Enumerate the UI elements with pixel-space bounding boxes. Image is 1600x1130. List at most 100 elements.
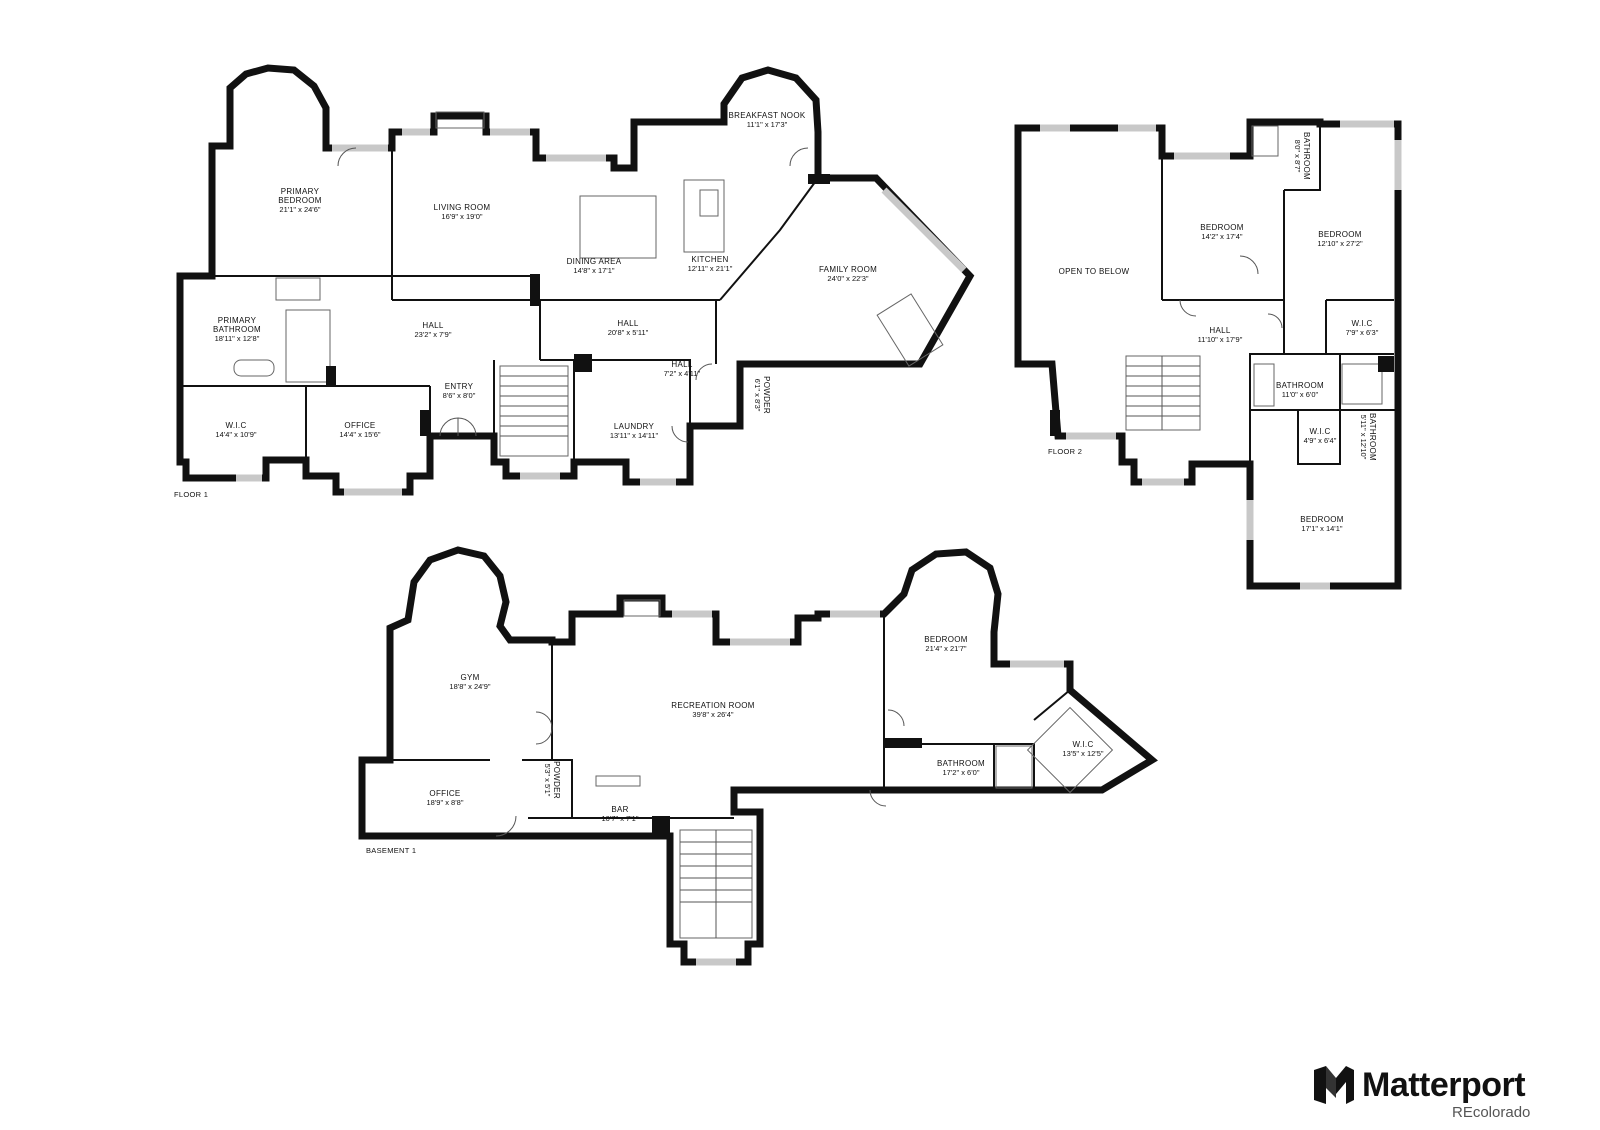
- room-name: PRIMARY: [218, 316, 257, 325]
- door-icon: [671, 425, 689, 443]
- wall-segment: [1050, 410, 1060, 436]
- stairs-icon: [499, 365, 569, 457]
- room-name: PRIMARY: [281, 187, 320, 196]
- room-dimensions: 6'1" x 8'3": [753, 379, 762, 412]
- door-icon: [1267, 313, 1283, 329]
- room-name: BAR: [611, 805, 628, 814]
- room-name: BATHROOM: [1302, 132, 1311, 180]
- door-icon: [495, 815, 517, 837]
- room-dimensions: 20'8" x 5'11": [608, 328, 649, 337]
- room-name: BEDROOM: [1300, 515, 1343, 524]
- room-name: RECREATION ROOM: [671, 701, 755, 710]
- room-dimensions: 7'2" x 4'11": [664, 369, 701, 378]
- room-name: BEDROOM: [278, 196, 321, 205]
- room-name: BREAKFAST NOOK: [729, 111, 806, 120]
- fireplace-icon: [876, 293, 944, 367]
- brand-name: Matterport: [1362, 1065, 1526, 1104]
- shower-icon: [285, 309, 331, 383]
- room-name: HALL: [1209, 326, 1230, 335]
- room-dimensions: 8'0" x 8'7": [1293, 140, 1302, 173]
- floor-1-window: [881, 187, 967, 273]
- basement-1-plan: GYM 18'8" x 24'9" RECREATION ROOM 39'8" …: [358, 546, 1158, 966]
- floor-label: FLOOR 2: [1048, 447, 1082, 456]
- stairs-icon: [679, 829, 753, 939]
- bathroom-label: BATHROOM 8'0" x 8'7": [1293, 132, 1311, 180]
- closet-icon: [275, 277, 321, 301]
- room-name: BEDROOM: [1200, 223, 1243, 232]
- door-icon: [457, 417, 477, 437]
- room-name: BATHROOM: [937, 759, 985, 768]
- room-dimensions: 39'8" x 26'4": [692, 710, 733, 719]
- room-dimensions: 17'2" x 6'0": [943, 768, 980, 777]
- room-name: KITCHEN: [691, 255, 728, 264]
- door-icon: [887, 709, 905, 727]
- room-dimensions: 14'2" x 17'4": [1201, 232, 1242, 241]
- fireplace-icon: [623, 599, 661, 617]
- door-icon: [869, 789, 887, 807]
- wall-segment: [530, 274, 540, 306]
- room-dimensions: 4'9" x 6'4": [1304, 436, 1337, 445]
- room-dimensions: 5'11" x 12'10": [1359, 415, 1368, 460]
- room-dimensions: 14'8" x 17'1": [573, 266, 614, 275]
- floor-1-plan: PRIMARY BEDROOM 21'1" x 24'6" LIVING ROO…: [174, 64, 975, 499]
- shower-icon: [1341, 363, 1383, 405]
- room-dimensions: 18'8" x 24'9": [449, 682, 490, 691]
- door-icon: [439, 417, 459, 437]
- room-dimensions: 24'0" x 22'3": [827, 274, 868, 283]
- room-dimensions: 5'3" x 5'1": [543, 764, 552, 797]
- bathtub-icon: [233, 359, 275, 377]
- room-name: LIVING ROOM: [434, 203, 491, 212]
- room-name: W.I.C: [1309, 427, 1330, 436]
- stove-icon: [699, 189, 719, 217]
- dining-table-icon: [579, 195, 657, 259]
- room-name: HALL: [617, 319, 638, 328]
- room-dimensions: 10'7" x 7'1": [602, 814, 639, 823]
- room-name: BEDROOM: [1318, 230, 1361, 239]
- room-name: OPEN TO BELOW: [1059, 267, 1130, 276]
- room-dimensions: 23'2" x 7'9": [415, 330, 452, 339]
- wall-segment: [884, 738, 922, 748]
- bar-counter-icon: [595, 775, 641, 787]
- room-name: W.I.C: [1072, 740, 1093, 749]
- door-icon: [535, 727, 553, 745]
- room-name: HALL: [671, 360, 692, 369]
- wall-segment: [420, 410, 430, 436]
- room-dimensions: 11'1" x 17'3": [747, 120, 788, 129]
- room-name: FAMILY ROOM: [819, 265, 877, 274]
- wall-segment: [808, 174, 830, 184]
- wall-segment: [326, 366, 336, 386]
- room-name: POWDER: [762, 376, 771, 414]
- room-name: OFFICE: [344, 421, 375, 430]
- room-name: W.I.C: [225, 421, 246, 430]
- closet-icon: [1026, 706, 1114, 794]
- room-name: ENTRY: [445, 382, 474, 391]
- matterport-brand: Matterport: [1312, 1064, 1526, 1106]
- floor-label: BASEMENT 1: [366, 846, 416, 855]
- room-name: POWDER: [552, 761, 561, 799]
- room-name: OFFICE: [429, 789, 460, 798]
- room-name: BATHROOM: [213, 325, 261, 334]
- floor-label: FLOOR 1: [174, 490, 208, 499]
- room-dimensions: 14'4" x 10'9": [215, 430, 256, 439]
- room-name: LAUNDRY: [614, 422, 655, 431]
- room-name: DINING AREA: [567, 257, 622, 266]
- wall-segment: [652, 816, 670, 836]
- room-dimensions: 16'9" x 19'0": [441, 212, 482, 221]
- powder-label: POWDER 6'1" x 8'3": [753, 376, 771, 414]
- room-name: BEDROOM: [924, 635, 967, 644]
- matterport-logo-icon: [1314, 1066, 1354, 1104]
- shower-icon: [1251, 125, 1279, 157]
- room-name: BATHROOM: [1276, 381, 1324, 390]
- wall-segment: [1378, 356, 1394, 372]
- fireplace-icon: [435, 111, 485, 129]
- room-dimensions: 21'1" x 24'6": [279, 205, 320, 214]
- credit-watermark: REcolorado: [1452, 1104, 1531, 1121]
- room-name: BATHROOM: [1368, 413, 1377, 461]
- shower-icon: [995, 745, 1033, 789]
- room-dimensions: 12'10" x 27'2": [1317, 239, 1363, 248]
- room-name: W.I.C: [1351, 319, 1372, 328]
- room-dimensions: 18'11" x 12'8": [215, 334, 260, 343]
- bathroom-label: BATHROOM 5'11" x 12'10": [1359, 413, 1377, 461]
- room-dimensions: 11'0" x 6'0": [1282, 390, 1319, 399]
